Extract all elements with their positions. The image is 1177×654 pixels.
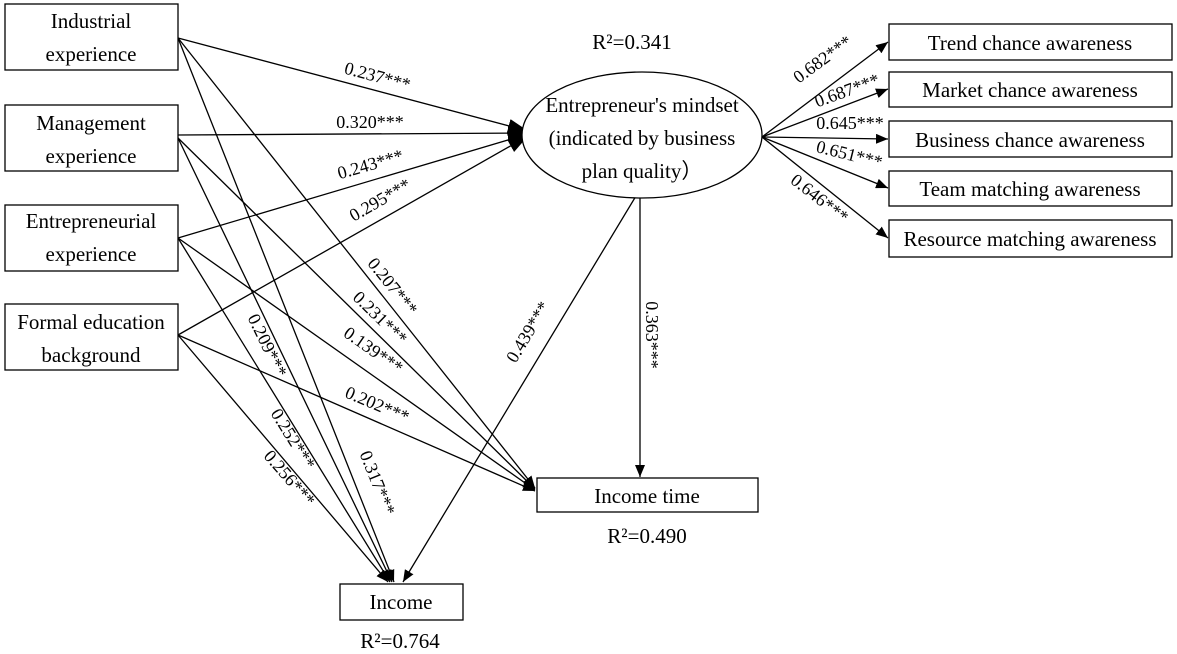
arrow-management-to-mindset [177, 126, 529, 141]
coef-mindset-business: 0.645*** [816, 113, 884, 133]
node-education: Formal education background [4, 303, 179, 371]
node-mindset-label-3: plan quality） [582, 159, 703, 183]
node-business-label: Business chance awareness [915, 128, 1145, 152]
coef-mindset-income: 0.439*** [502, 298, 554, 366]
coef-mindset-trend: 0.682*** [789, 31, 855, 87]
node-resource-label: Resource matching awareness [903, 227, 1156, 251]
arrow-education-to-income-time [177, 334, 536, 492]
coef-education-mindset: 0.295*** [346, 174, 414, 225]
node-entrepreneurial-box [4, 204, 179, 272]
node-entrepreneurial: Entrepreneurial experience [4, 204, 179, 272]
arrow-entrepreneurial-to-mindset [177, 132, 529, 239]
node-industrial-label-1: Industrial [51, 9, 132, 33]
node-education-label-1: Formal education [17, 310, 165, 334]
coef-industrial-mindset: 0.237*** [342, 58, 412, 95]
coef-industrial-income: 0.317*** [356, 448, 400, 518]
node-education-box [4, 303, 179, 371]
arrow-entrepreneurial-to-income [177, 237, 391, 583]
node-management-label-1: Management [36, 111, 146, 135]
node-management-label-2: experience [46, 144, 137, 168]
arrow-industrial-to-income-time [177, 37, 536, 489]
node-income-label: Income [370, 590, 433, 614]
arrow-education-to-mindset [177, 135, 529, 336]
income-r-squared: R²=0.764 [360, 629, 440, 653]
node-income-box [339, 583, 464, 621]
node-management: Management experience [4, 104, 179, 172]
node-income-time: Income time [536, 477, 759, 513]
arrow-management-to-income-time [177, 137, 536, 490]
node-mindset: Entrepreneur's mindset (indicated by bus… [521, 71, 763, 199]
node-income-time-label: Income time [594, 484, 700, 508]
node-business: Business chance awareness [888, 120, 1173, 158]
node-mindset-ellipse [521, 71, 763, 199]
node-industrial-box [4, 3, 179, 71]
node-education-label-2: background [41, 343, 141, 367]
arrow-mindset-to-resource [761, 136, 889, 239]
node-team-label: Team matching awareness [919, 177, 1140, 201]
arrow-industrial-to-income [177, 37, 395, 583]
arrow-entrepreneurial-to-income-time [177, 237, 536, 491]
coef-education-income-time: 0.202*** [342, 382, 412, 427]
node-trend-box [888, 23, 1173, 61]
node-trend-label: Trend chance awareness [928, 31, 1132, 55]
arrow-mindset-to-business [761, 133, 889, 144]
node-mindset-label-1: Entrepreneur's mindset [545, 93, 738, 117]
arrow-management-to-income [177, 137, 393, 583]
coef-management-mindset: 0.320*** [336, 112, 404, 132]
arrow-industrial-to-mindset [177, 37, 529, 133]
arrow-education-to-income [177, 334, 389, 583]
arrow-mindset-to-market [761, 88, 889, 138]
node-resource: Resource matching awareness [888, 219, 1173, 258]
node-mindset-label-2: (indicated by business [549, 126, 736, 150]
node-market: Market chance awareness [888, 71, 1173, 108]
node-industrial: Industrial experience [4, 3, 179, 71]
node-market-box [888, 71, 1173, 108]
node-business-box [888, 120, 1173, 158]
node-entrepreneurial-label-2: experience [46, 242, 137, 266]
coef-mindset-resource: 0.646*** [787, 170, 853, 227]
mindset-r-squared: R²=0.341 [592, 30, 671, 54]
node-market-label: Market chance awareness [922, 78, 1138, 102]
arrow-mindset-to-income [402, 195, 637, 583]
node-income: Income [339, 583, 464, 621]
coef-entrepreneurial-mindset: 0.243*** [335, 145, 405, 183]
arrow-mindset-to-trend [761, 41, 889, 138]
node-resource-box [888, 219, 1173, 258]
node-trend: Trend chance awareness [888, 23, 1173, 61]
income-time-r-squared: R²=0.490 [607, 524, 686, 548]
arrow-mindset-to-team [761, 136, 889, 189]
coef-mindset-team: 0.651*** [814, 136, 884, 172]
coef-mindset-income-time: 0.363*** [642, 301, 662, 369]
coef-management-income: 0.209*** [244, 311, 292, 380]
node-team-box [888, 170, 1173, 207]
node-management-box [4, 104, 179, 172]
node-income-time-box [536, 477, 759, 513]
node-team: Team matching awareness [888, 170, 1173, 207]
node-entrepreneurial-label-1: Entrepreneurial [26, 209, 157, 233]
node-industrial-label-2: experience [46, 42, 137, 66]
